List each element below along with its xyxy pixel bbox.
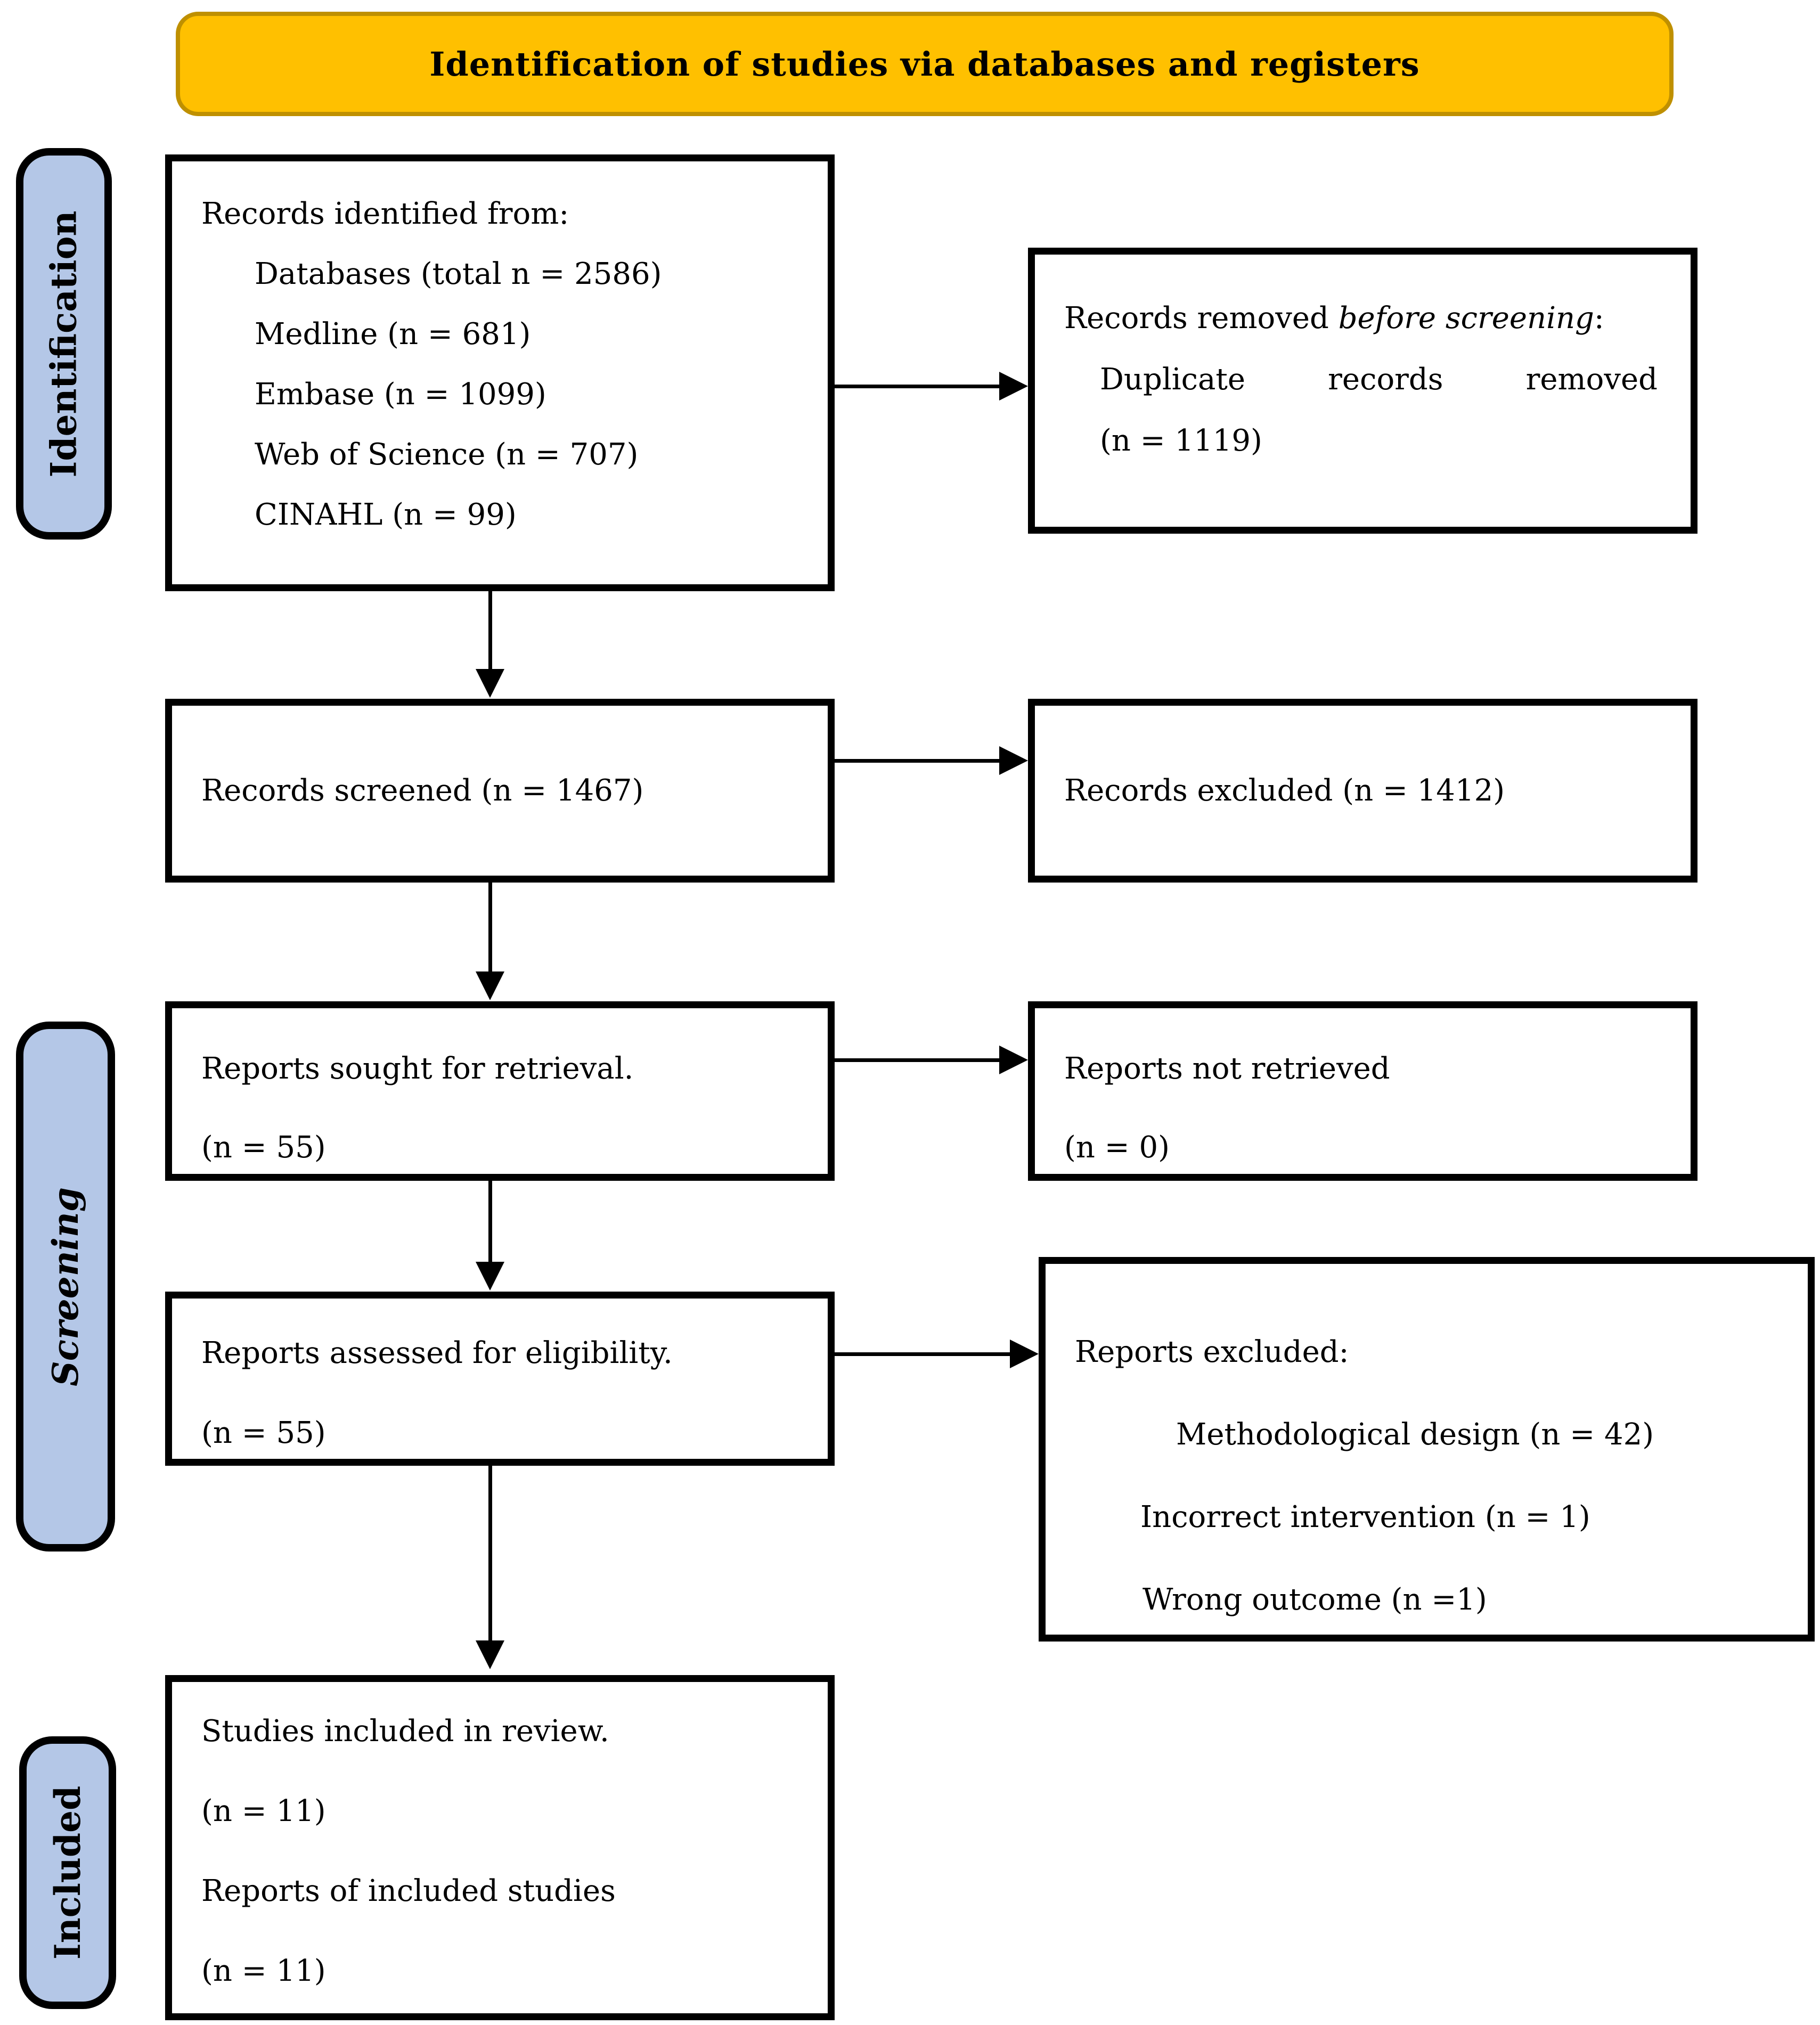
reports-sought-count: (n = 55) [201, 1130, 326, 1165]
records-removed-heading-suffix: : [1594, 301, 1604, 336]
arrow-sought-to-not-retrieved-line [834, 1058, 1001, 1062]
arrow-identified-to-removed-head-icon [999, 372, 1028, 401]
box-records-excluded: Records excluded (n = 1412) [1028, 699, 1697, 883]
diagram-title: Identification of studies via databases … [429, 44, 1420, 84]
stage-label-identification: Identification [16, 148, 112, 540]
arrow-sought-to-assessed-line [488, 1181, 492, 1263]
reports-sought-text: Reports sought for retrieval. [201, 1051, 634, 1086]
records-screened-text: Records screened (n = 1467) [201, 773, 644, 808]
records-identified-item-embase: Embase (n = 1099) [255, 377, 546, 412]
duplicate-records-removed-line: Duplicate records removed [1100, 362, 1658, 397]
reports-of-included-text: Reports of included studies [201, 1874, 616, 1908]
records-identified-item-cinahl: CINAHL (n = 99) [255, 497, 517, 532]
reports-excluded-item-methodological-design: Methodological design (n = 42) [1176, 1417, 1654, 1452]
box-reports-sought: Reports sought for retrieval. (n = 55) [165, 1001, 835, 1181]
reports-not-retrieved-count: (n = 0) [1064, 1130, 1170, 1165]
records-identified-item-databases: Databases (total n = 2586) [255, 257, 662, 291]
records-removed-heading-prefix: Records removed [1064, 301, 1339, 336]
records-identified-heading: Records identified from: [201, 197, 569, 231]
arrow-assessed-to-reports-excluded-head-icon [1010, 1340, 1039, 1368]
arrow-assessed-to-included-head-icon [476, 1640, 504, 1669]
records-identified-item-medline: Medline (n = 681) [255, 317, 531, 352]
box-records-removed-before-screening: Records removed before screening: Duplic… [1028, 248, 1697, 534]
arrow-sought-to-assessed-head-icon [476, 1262, 504, 1291]
records-excluded-text: Records excluded (n = 1412) [1064, 773, 1505, 808]
studies-included-count: (n = 11) [201, 1794, 326, 1828]
reports-assessed-text: Reports assessed for eligibility. [201, 1336, 673, 1370]
reports-not-retrieved-text: Reports not retrieved [1064, 1051, 1390, 1086]
records-removed-heading-italic: before screening [1338, 301, 1594, 336]
diagram-title-banner: Identification of studies via databases … [176, 12, 1674, 116]
box-records-identified: Records identified from: Databases (tota… [165, 154, 835, 591]
box-records-screened: Records screened (n = 1467) [165, 699, 835, 883]
arrow-identified-to-screened-line [488, 591, 492, 671]
records-removed-heading: Records removed before screening: [1064, 288, 1691, 349]
reports-excluded-heading: Reports excluded: [1075, 1335, 1349, 1369]
box-reports-excluded: Reports excluded: Methodological design … [1039, 1257, 1815, 1642]
arrow-screened-to-excluded-head-icon [999, 746, 1028, 775]
arrow-screened-to-sought-line [488, 883, 492, 973]
arrow-identified-to-screened-head-icon [476, 669, 504, 698]
arrow-screened-to-excluded-line [834, 759, 1001, 763]
stage-label-identification-text: Identification [43, 210, 85, 478]
box-studies-included: Studies included in review. (n = 11) Rep… [165, 1675, 835, 2020]
arrow-screened-to-sought-head-icon [476, 971, 504, 1000]
reports-assessed-count: (n = 55) [201, 1416, 326, 1450]
stage-label-screening: Screening [16, 1022, 115, 1552]
duplicate-records-removed-count: (n = 1119) [1100, 423, 1262, 458]
reports-of-included-count: (n = 11) [201, 1954, 326, 1988]
arrow-assessed-to-included-line [488, 1466, 492, 1643]
studies-included-text: Studies included in review. [201, 1714, 609, 1749]
reports-excluded-item-wrong-outcome: Wrong outcome (n =1) [1142, 1582, 1487, 1617]
stage-label-included-text: Included [47, 1785, 89, 1960]
records-identified-item-web-of-science: Web of Science (n = 707) [255, 437, 639, 472]
arrow-sought-to-not-retrieved-head-icon [999, 1046, 1028, 1074]
box-reports-assessed: Reports assessed for eligibility. (n = 5… [165, 1292, 835, 1466]
arrow-assessed-to-reports-excluded-line [834, 1352, 1011, 1356]
arrow-identified-to-removed-line [834, 385, 1001, 388]
stage-label-screening-text: Screening [45, 1187, 87, 1386]
reports-excluded-item-incorrect-intervention: Incorrect intervention (n = 1) [1140, 1500, 1590, 1534]
stage-label-included: Included [19, 1736, 116, 2009]
box-reports-not-retrieved: Reports not retrieved (n = 0) [1028, 1001, 1697, 1181]
